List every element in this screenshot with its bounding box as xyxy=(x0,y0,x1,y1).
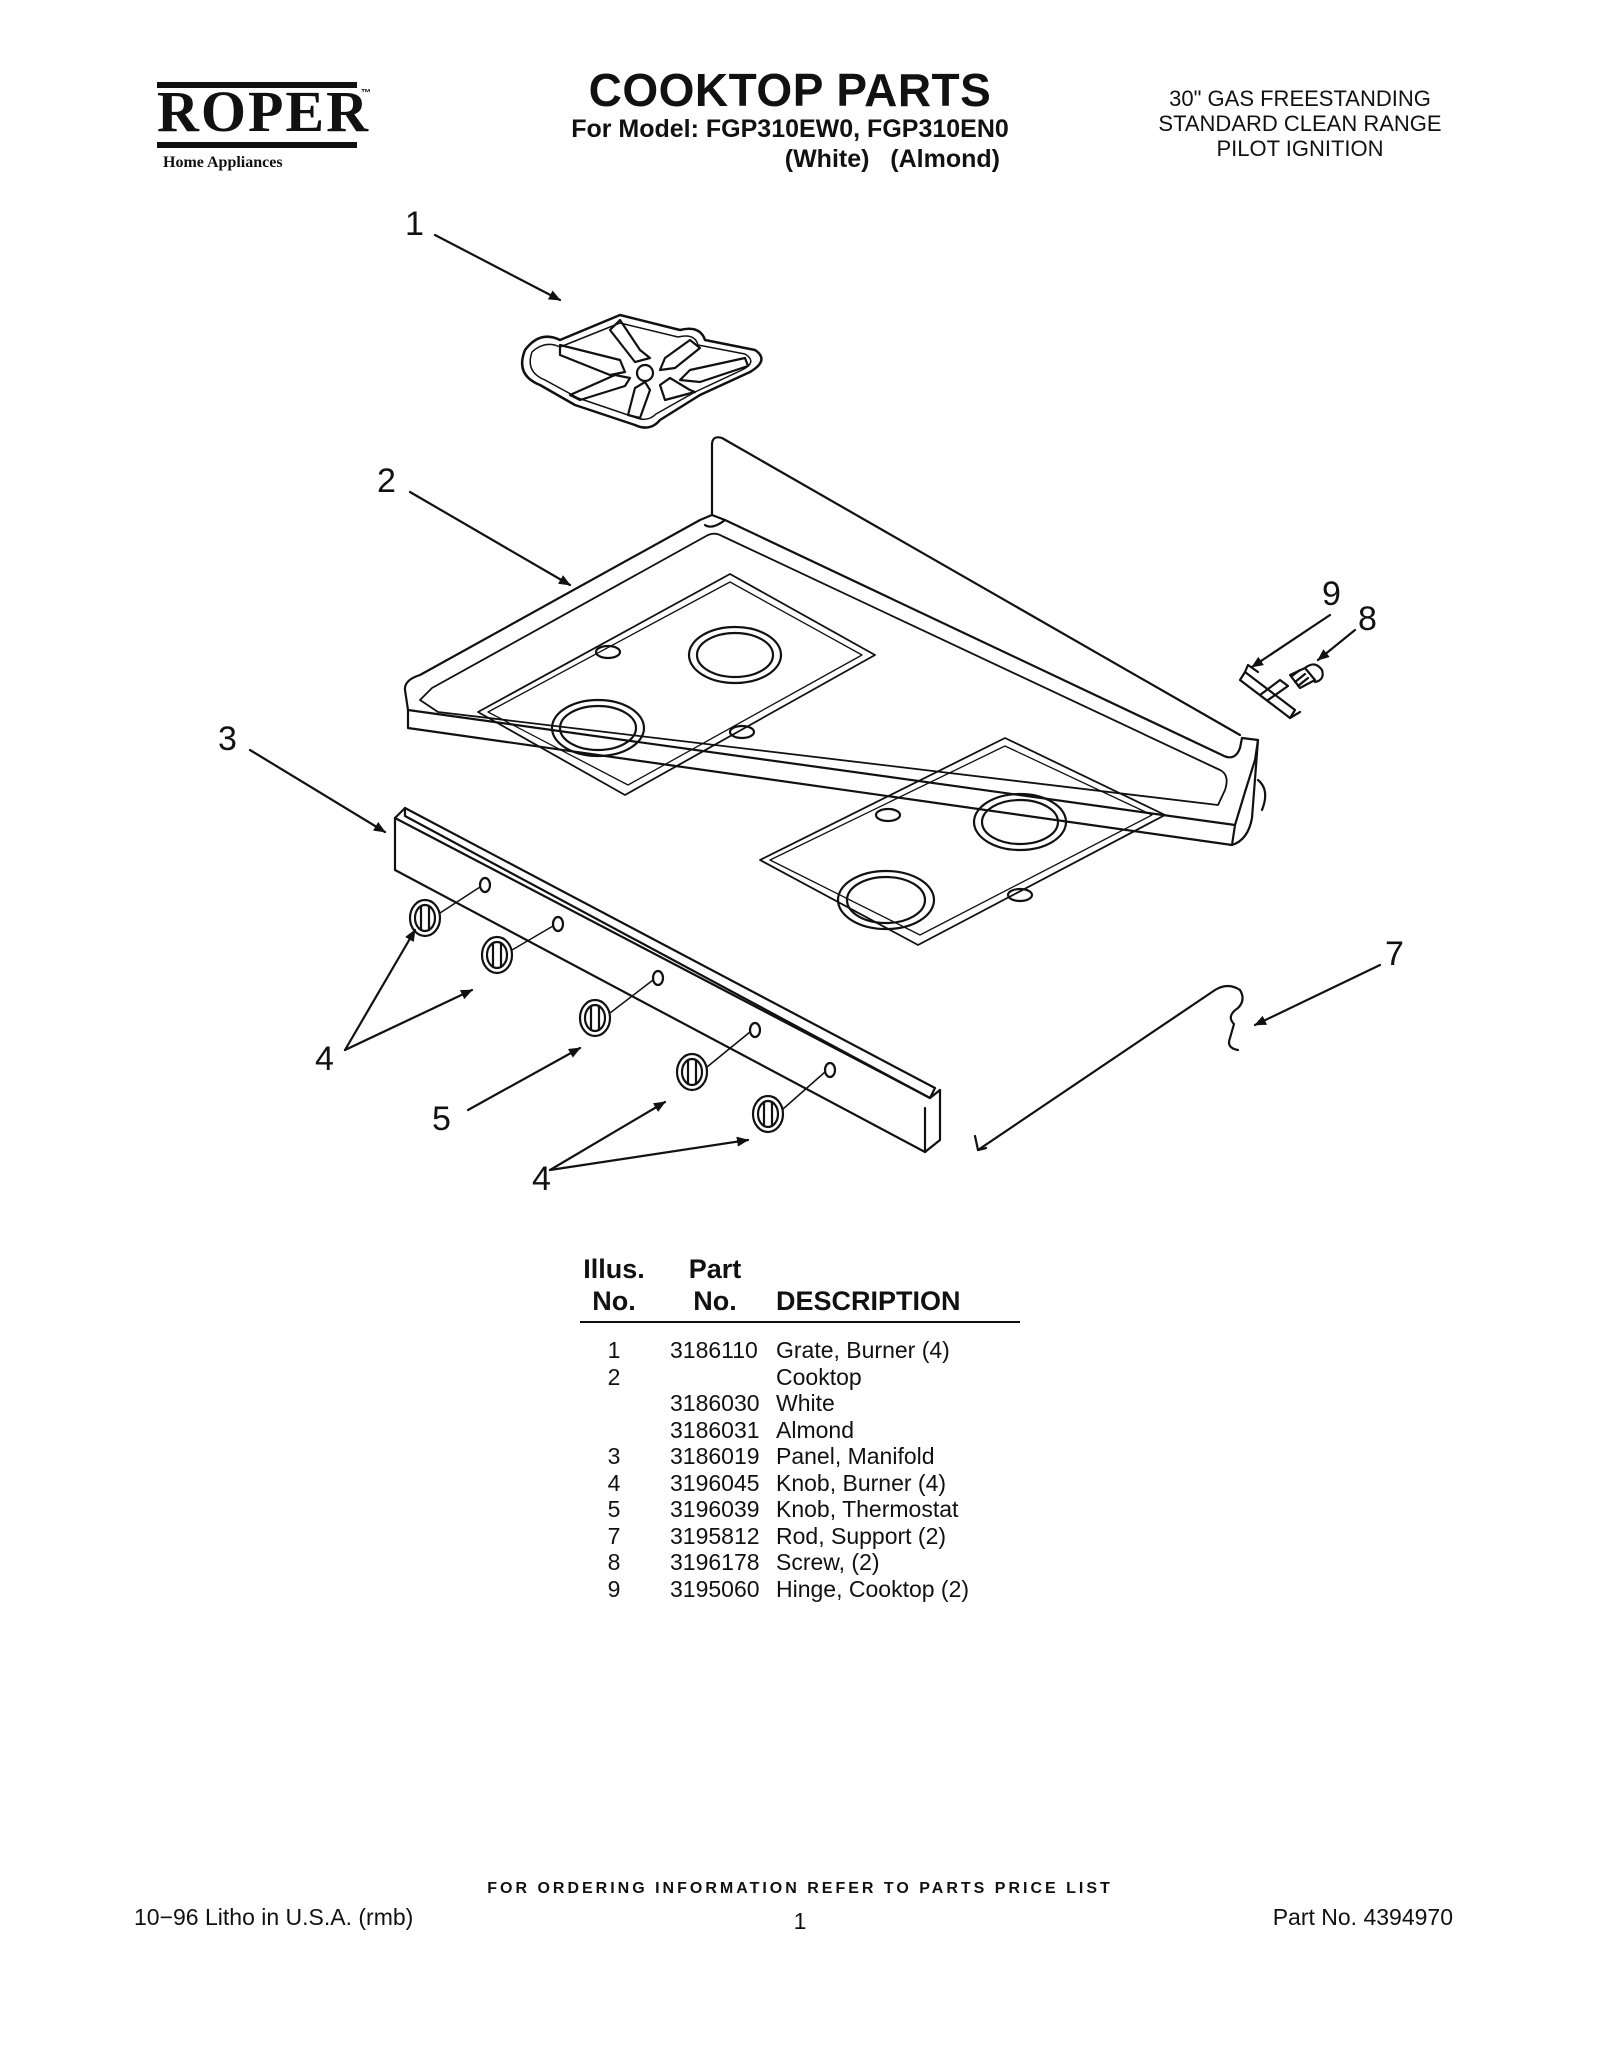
header-part-bottom: No. xyxy=(693,1286,737,1316)
cooktop-part xyxy=(403,436,1267,946)
burner-grate-part xyxy=(520,313,763,429)
logo-wordmark: ROPER xyxy=(157,79,370,144)
range-desc-line: PILOT IGNITION xyxy=(1216,136,1384,161)
model-line: For Model: FGP310EW0, FGP310EN0 xyxy=(571,115,1009,143)
manifold-panel-part xyxy=(393,806,942,1154)
logo-top-bar xyxy=(157,82,357,88)
header-illus-top: Illus. xyxy=(583,1254,645,1284)
callout-4-upper: 4 xyxy=(315,1040,334,1078)
header-part-top: Part xyxy=(688,1254,742,1284)
logo-trademark: ™ xyxy=(361,88,371,99)
range-desc-line: 30" GAS FREESTANDING xyxy=(1169,86,1431,111)
callout-9: 9 xyxy=(1322,575,1341,613)
document-part-number: Part No. 4394970 xyxy=(1272,1904,1453,1930)
callout-4-lower: 4 xyxy=(532,1160,551,1198)
callout-8: 8 xyxy=(1358,600,1377,638)
screw-part xyxy=(1288,663,1324,690)
hinge-part xyxy=(1238,663,1302,720)
table-header: Illus. No. Part No. DESCRIPTION xyxy=(580,1253,1020,1321)
callout-3: 3 xyxy=(218,720,237,758)
header-description: DESCRIPTION xyxy=(776,1286,961,1316)
callout-1: 1 xyxy=(405,205,424,243)
page-title: COOKTOP PARTS xyxy=(588,64,992,116)
logo-tagline: Home Appliances xyxy=(163,154,283,171)
callout-7: 7 xyxy=(1385,935,1404,973)
header-illus-bottom: No. xyxy=(592,1286,636,1316)
knob-parts xyxy=(408,886,826,1134)
callout-5: 5 xyxy=(432,1100,451,1138)
model-colors: (White) (Almond) xyxy=(784,145,1000,173)
range-description: 30" GAS FREESTANDING STANDARD CLEAN RANG… xyxy=(1120,86,1480,161)
roper-logo: ROPER ™ Home Appliances xyxy=(157,79,371,172)
litho-note: 10−96 Litho in U.S.A. (rmb) xyxy=(134,1904,414,1930)
page-number: 1 xyxy=(793,1908,807,1934)
header-rule xyxy=(580,1321,1020,1323)
support-rod-part xyxy=(973,984,1244,1152)
callout-2: 2 xyxy=(377,462,396,500)
exploded-parts-diagram: 1 2 3 4 4 5 7 8 9 xyxy=(218,205,1404,1198)
callout-labels: 1 2 3 4 4 5 7 8 9 xyxy=(218,205,1404,1198)
range-desc-line: STANDARD CLEAN RANGE xyxy=(1158,111,1442,136)
ordering-note: FOR ORDERING INFORMATION REFER TO PARTS … xyxy=(487,1880,1113,1897)
logo-bottom-bar xyxy=(157,142,357,148)
